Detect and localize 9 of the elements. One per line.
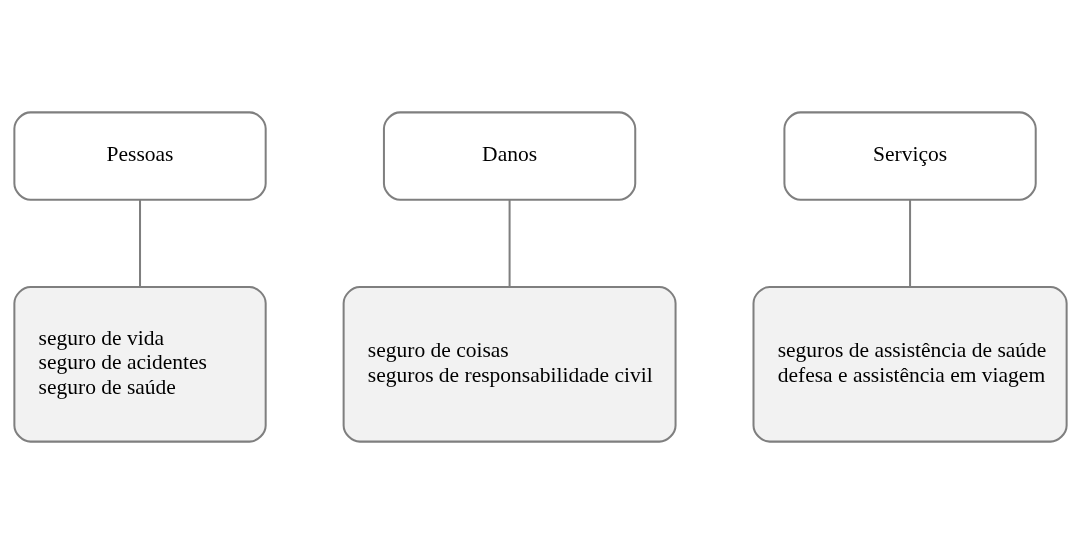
- node-box: Serviços: [783, 110, 1037, 201]
- node-box: seguro de coisas seguros de responsabilidade civil: [342, 285, 677, 443]
- connector: [508, 199, 511, 287]
- node-box: Pessoas: [13, 110, 267, 201]
- node-box: seguro de vida seguro de acidentes seguro de saúde: [13, 285, 267, 443]
- connector: [139, 199, 142, 287]
- node-box: Danos: [382, 110, 637, 201]
- node-box: seguros de assistência de saúde defesa e assistência em viagem: [752, 285, 1068, 443]
- connector: [909, 199, 912, 287]
